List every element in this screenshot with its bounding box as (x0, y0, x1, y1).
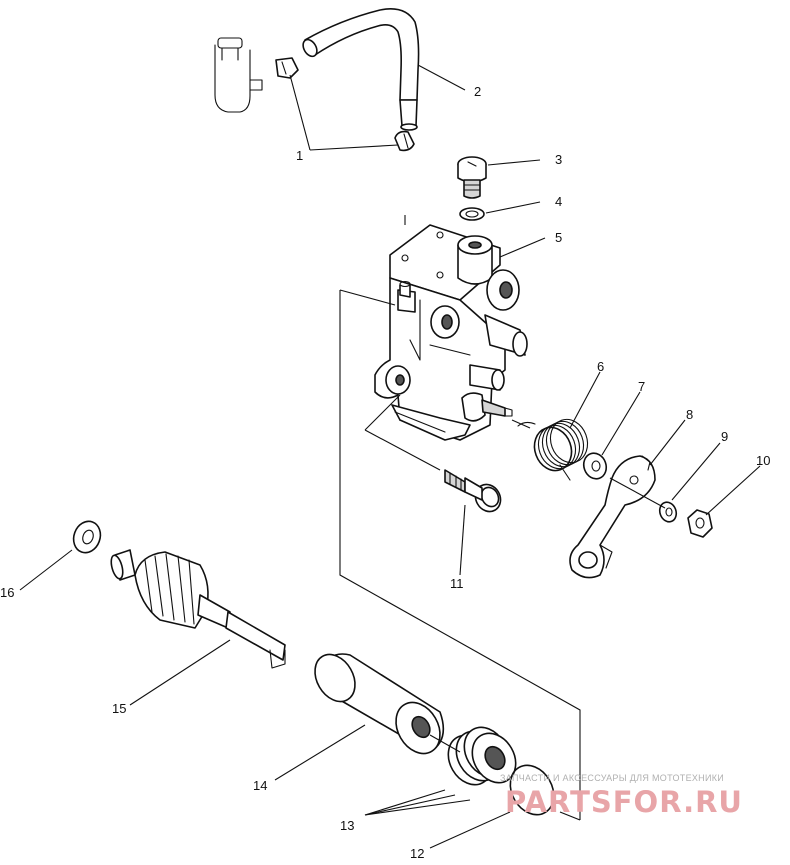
part-13-oil-seals (447, 726, 517, 786)
callout-8: 8 (686, 407, 693, 422)
part-4-sealing-washer (459, 207, 485, 221)
part-7-flat-washer (582, 452, 608, 480)
part-6-return-spring (517, 418, 589, 481)
watermark: ЗАПЧАСТИ И АКСЕССУАРЫ ДЛЯ МОТОТЕХНИКИ PA… (500, 773, 743, 819)
part-2-vent-hose (302, 8, 420, 131)
callout-13: 13 (340, 818, 354, 833)
callout-9: 9 (721, 429, 728, 444)
part-8-control-lever (569, 455, 656, 579)
callout-2: 2 (474, 84, 481, 99)
part-1-vent-fitting (214, 37, 415, 152)
part-12-o-ring (509, 764, 555, 816)
part-5-oil-pump-body (374, 224, 528, 441)
callout-6: 6 (597, 359, 604, 374)
watermark-tagline: ЗАПЧАСТИ И АКСЕССУАРЫ ДЛЯ МОТОТЕХНИКИ (500, 773, 724, 783)
part-14-pump-housing-sleeve (314, 653, 445, 755)
part-10-hex-nut (687, 509, 713, 538)
callout-10: 10 (756, 453, 770, 468)
part-9-lock-washer (658, 501, 678, 523)
callout-11: 11 (450, 576, 464, 591)
part-3-banjo-bolt (457, 156, 487, 199)
callout-leaders (19, 64, 761, 849)
callout-4: 4 (555, 194, 562, 209)
callout-16: 16 (0, 585, 14, 600)
callout-3: 3 (555, 152, 562, 167)
part-15-drive-gear-shaft (110, 549, 286, 669)
watermark-logo: PARTSFOR.RU (505, 785, 743, 819)
callout-1: 1 (296, 148, 303, 163)
callout-15: 15 (112, 701, 126, 716)
part-16-thrust-washer (72, 520, 102, 554)
part-11-flange-bolt (444, 469, 502, 513)
callout-labels: 1 2 3 4 5 6 7 8 9 10 11 12 13 14 15 16 (0, 84, 770, 861)
callout-14: 14 (253, 778, 267, 793)
assembly-frame-lines (339, 215, 666, 821)
callout-5: 5 (555, 230, 562, 245)
callout-7: 7 (638, 379, 645, 394)
callout-12: 12 (410, 846, 424, 861)
